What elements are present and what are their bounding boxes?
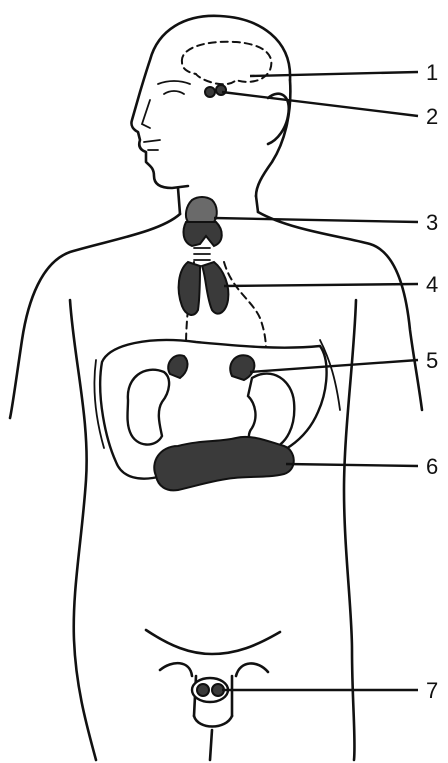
thymus-gland [179,262,229,315]
label-7: 7 [426,678,438,703]
label-2: 2 [426,104,438,129]
hypothalamus-region [182,42,271,85]
leader-line-6 [286,464,418,466]
leader-line-3 [214,218,418,222]
connecting-pathway-right [224,262,266,352]
label-6: 6 [426,454,438,479]
label-4: 4 [426,272,438,297]
leader-line-4 [224,284,418,286]
adrenal-gland-left [168,355,187,378]
label-1: 1 [426,60,438,85]
thyroid-gland [184,197,222,260]
leader-line-1 [250,72,418,76]
label-5: 5 [426,348,438,373]
label-3: 3 [426,210,438,235]
leader-line-2 [222,92,418,116]
adrenal-gland-right [230,355,254,380]
